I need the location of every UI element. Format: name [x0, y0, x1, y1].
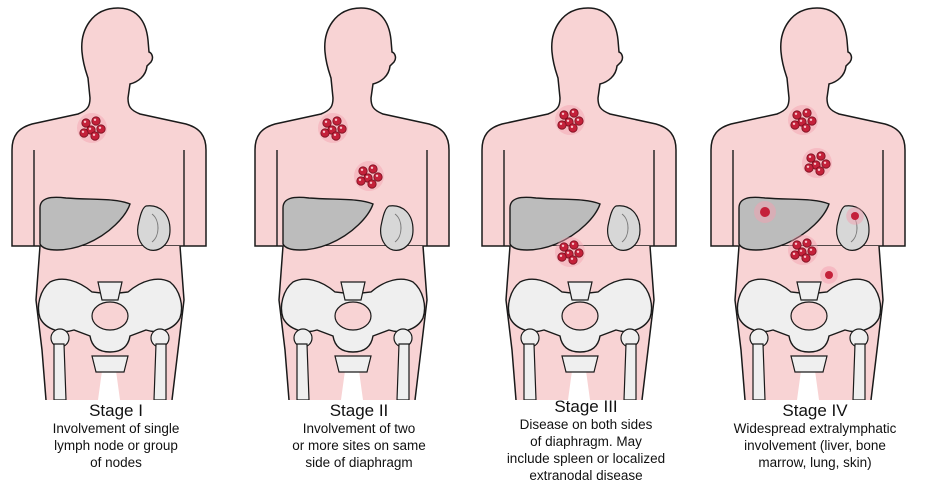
- sacrum: [568, 282, 592, 300]
- sacrum: [98, 282, 122, 300]
- pelvic-inlet: [562, 302, 598, 330]
- neck-lymph-node-cluster: [555, 105, 585, 135]
- pelvic-inlet: [791, 302, 827, 330]
- left-femur: [524, 344, 536, 400]
- stage-3-figure: [470, 0, 702, 400]
- pubic-bone: [791, 356, 827, 372]
- stage-4-caption: Stage IV Widespread extralymphatic invol…: [699, 402, 931, 471]
- right-femur: [624, 344, 636, 400]
- neck-lymph-node-cluster: [77, 113, 107, 143]
- stage-1-caption: Stage I Involvement of single lymph node…: [0, 402, 232, 471]
- stage-4-panel: Stage IV Widespread extralymphatic invol…: [699, 0, 931, 496]
- stage-4-desc-line-3: marrow, lung, skin): [699, 454, 931, 471]
- stage-4-figure: [699, 0, 931, 400]
- body-figure: [255, 8, 449, 400]
- sacrum: [341, 282, 365, 300]
- bone-marrow-lesion: [820, 266, 838, 284]
- right-femur: [154, 344, 166, 400]
- stage-1-figure: [0, 0, 232, 400]
- abdominal-lymph-node-cluster: [788, 235, 818, 265]
- chest-lymph-node-cluster: [354, 161, 384, 191]
- spleen-lesion: [846, 207, 864, 225]
- left-femur: [753, 344, 765, 400]
- neck-lymph-node-cluster: [788, 105, 818, 135]
- stage-1-desc-line-3: of nodes: [0, 454, 232, 471]
- pubic-bone: [562, 356, 598, 372]
- stage-3-caption: Stage III Disease on both sides of diaph…: [470, 398, 702, 484]
- stage-2-panel: Stage II Involvement of two or more site…: [243, 0, 475, 496]
- stage-2-desc-line-2: or more sites on same: [243, 437, 475, 454]
- pubic-bone: [92, 356, 128, 372]
- stage-3-desc-line-4: extranodal disease: [470, 467, 702, 484]
- body-figure: [12, 8, 206, 400]
- pelvic-inlet: [335, 302, 371, 330]
- body-figure: [711, 8, 905, 400]
- stage-3-desc-line-3: include spleen or localized: [470, 450, 702, 467]
- chest-lymph-node-cluster: [802, 148, 832, 178]
- stage-3-desc-line-2: of diaphragm. May: [470, 433, 702, 450]
- stage-4-title: Stage IV: [699, 402, 931, 419]
- stage-2-desc-line-3: side of diaphragm: [243, 454, 475, 471]
- pelvic-inlet: [92, 302, 128, 330]
- pubic-bone: [335, 356, 371, 372]
- body-figure: [482, 8, 676, 400]
- left-femur: [54, 344, 66, 400]
- stage-3-panel: Stage III Disease on both sides of diaph…: [470, 0, 702, 496]
- sacrum: [797, 282, 821, 300]
- stage-4-desc-line-2: involvement (liver, bone: [699, 437, 931, 454]
- abdominal-lymph-node-cluster: [555, 237, 585, 267]
- stage-1-desc-line-2: lymph node or group: [0, 437, 232, 454]
- right-femur: [853, 344, 865, 400]
- stage-1-title: Stage I: [0, 402, 232, 419]
- stage-1-panel: Stage I Involvement of single lymph node…: [0, 0, 232, 496]
- liver-lesion: [754, 201, 776, 223]
- right-femur: [397, 344, 409, 400]
- stage-2-caption: Stage II Involvement of two or more site…: [243, 402, 475, 471]
- stage-1-desc-line-1: Involvement of single: [0, 420, 232, 437]
- stage-4-desc-line-1: Widespread extralymphatic: [699, 420, 931, 437]
- neck-lymph-node-cluster: [318, 113, 348, 143]
- stage-2-desc-line-1: Involvement of two: [243, 420, 475, 437]
- stage-2-title: Stage II: [243, 402, 475, 419]
- stage-2-figure: [243, 0, 475, 400]
- left-femur: [297, 344, 309, 400]
- stage-3-title: Stage III: [470, 398, 702, 415]
- stage-3-desc-line-1: Disease on both sides: [470, 416, 702, 433]
